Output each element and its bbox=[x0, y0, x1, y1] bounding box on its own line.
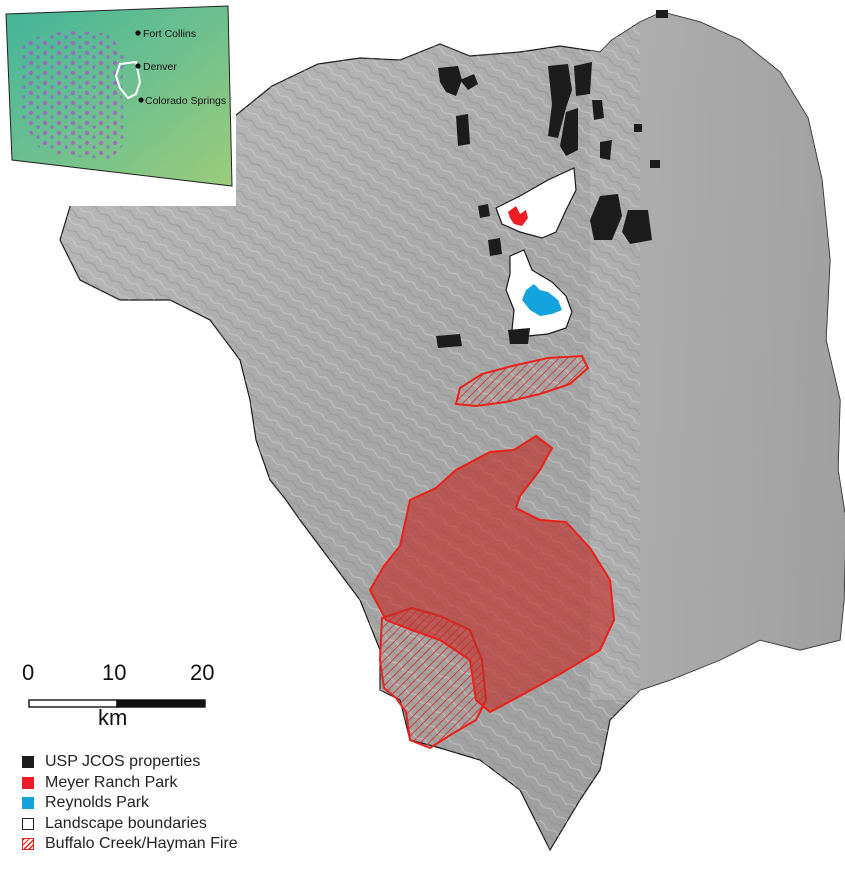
property-parcel bbox=[592, 100, 604, 120]
scale-unit-label: km bbox=[98, 705, 128, 730]
property-parcel bbox=[508, 328, 530, 344]
legend-label: Buffalo Creek/Hayman Fire bbox=[45, 835, 238, 853]
property-parcel bbox=[548, 64, 572, 138]
property-parcel bbox=[634, 124, 642, 132]
city-label: Colorado Springs bbox=[145, 95, 226, 107]
city-marker-icon bbox=[138, 97, 144, 103]
legend-item-usp-jcos: USP JCOS properties bbox=[22, 752, 238, 773]
property-parcel bbox=[590, 194, 622, 240]
city-label: Fort Collins bbox=[143, 28, 196, 40]
legend-item-meyer-ranch: Meyer Ranch Park bbox=[22, 773, 238, 794]
legend-label: Reynolds Park bbox=[45, 794, 150, 812]
legend-label: Landscape boundaries bbox=[45, 814, 207, 832]
inset-mountains bbox=[22, 30, 128, 160]
property-parcel bbox=[456, 114, 470, 146]
legend-swatch-icon bbox=[22, 817, 34, 830]
property-parcel bbox=[460, 74, 478, 90]
scale-bar-black-segment bbox=[116, 699, 206, 708]
fire-perimeter-north bbox=[454, 354, 590, 408]
property-parcel bbox=[574, 62, 592, 96]
usp-jcos-properties bbox=[436, 10, 668, 348]
property-parcel bbox=[560, 108, 578, 156]
city-marker-icon bbox=[135, 63, 141, 69]
property-parcel bbox=[488, 238, 502, 256]
property-parcel bbox=[622, 210, 652, 244]
property-parcel bbox=[650, 160, 660, 168]
inset-city-fort-collins: Fort Collins bbox=[135, 28, 196, 40]
city-label: Denver bbox=[143, 61, 177, 73]
property-parcel bbox=[478, 204, 490, 218]
scale-tick-label: 20 bbox=[190, 660, 215, 685]
map-legend: USP JCOS properties Meyer Ranch Park Rey… bbox=[22, 752, 238, 855]
legend-item-reynolds: Reynolds Park bbox=[22, 793, 238, 814]
legend-label: Meyer Ranch Park bbox=[45, 773, 178, 791]
scale-tick-label: 10 bbox=[102, 660, 127, 685]
legend-swatch-icon bbox=[22, 797, 34, 810]
city-marker-icon bbox=[135, 30, 141, 36]
property-parcel bbox=[436, 334, 462, 348]
inset-map bbox=[0, 0, 236, 206]
reynolds-park-area bbox=[522, 284, 562, 316]
legend-label: USP JCOS properties bbox=[45, 753, 201, 771]
inset-city-denver: Denver bbox=[135, 61, 177, 73]
scale-bar-graphic bbox=[28, 699, 206, 708]
legend-swatch-icon bbox=[22, 838, 34, 851]
inset-city-colorado-springs: Colorado Springs bbox=[138, 95, 226, 107]
meyer-ranch-park-area bbox=[508, 206, 528, 226]
fire-perimeter-hayman-burned bbox=[368, 434, 616, 714]
property-parcel bbox=[438, 66, 462, 96]
legend-item-fire: Buffalo Creek/Hayman Fire bbox=[22, 834, 238, 855]
property-parcel bbox=[656, 10, 668, 18]
legend-item-landscape-boundaries: Landscape boundaries bbox=[22, 814, 238, 835]
buffalo-creek-hayman-fire bbox=[368, 354, 616, 750]
legend-swatch-icon bbox=[22, 776, 34, 789]
property-parcel bbox=[600, 140, 612, 160]
scale-tick-label: 0 bbox=[22, 660, 35, 685]
legend-swatch-icon bbox=[22, 756, 34, 769]
